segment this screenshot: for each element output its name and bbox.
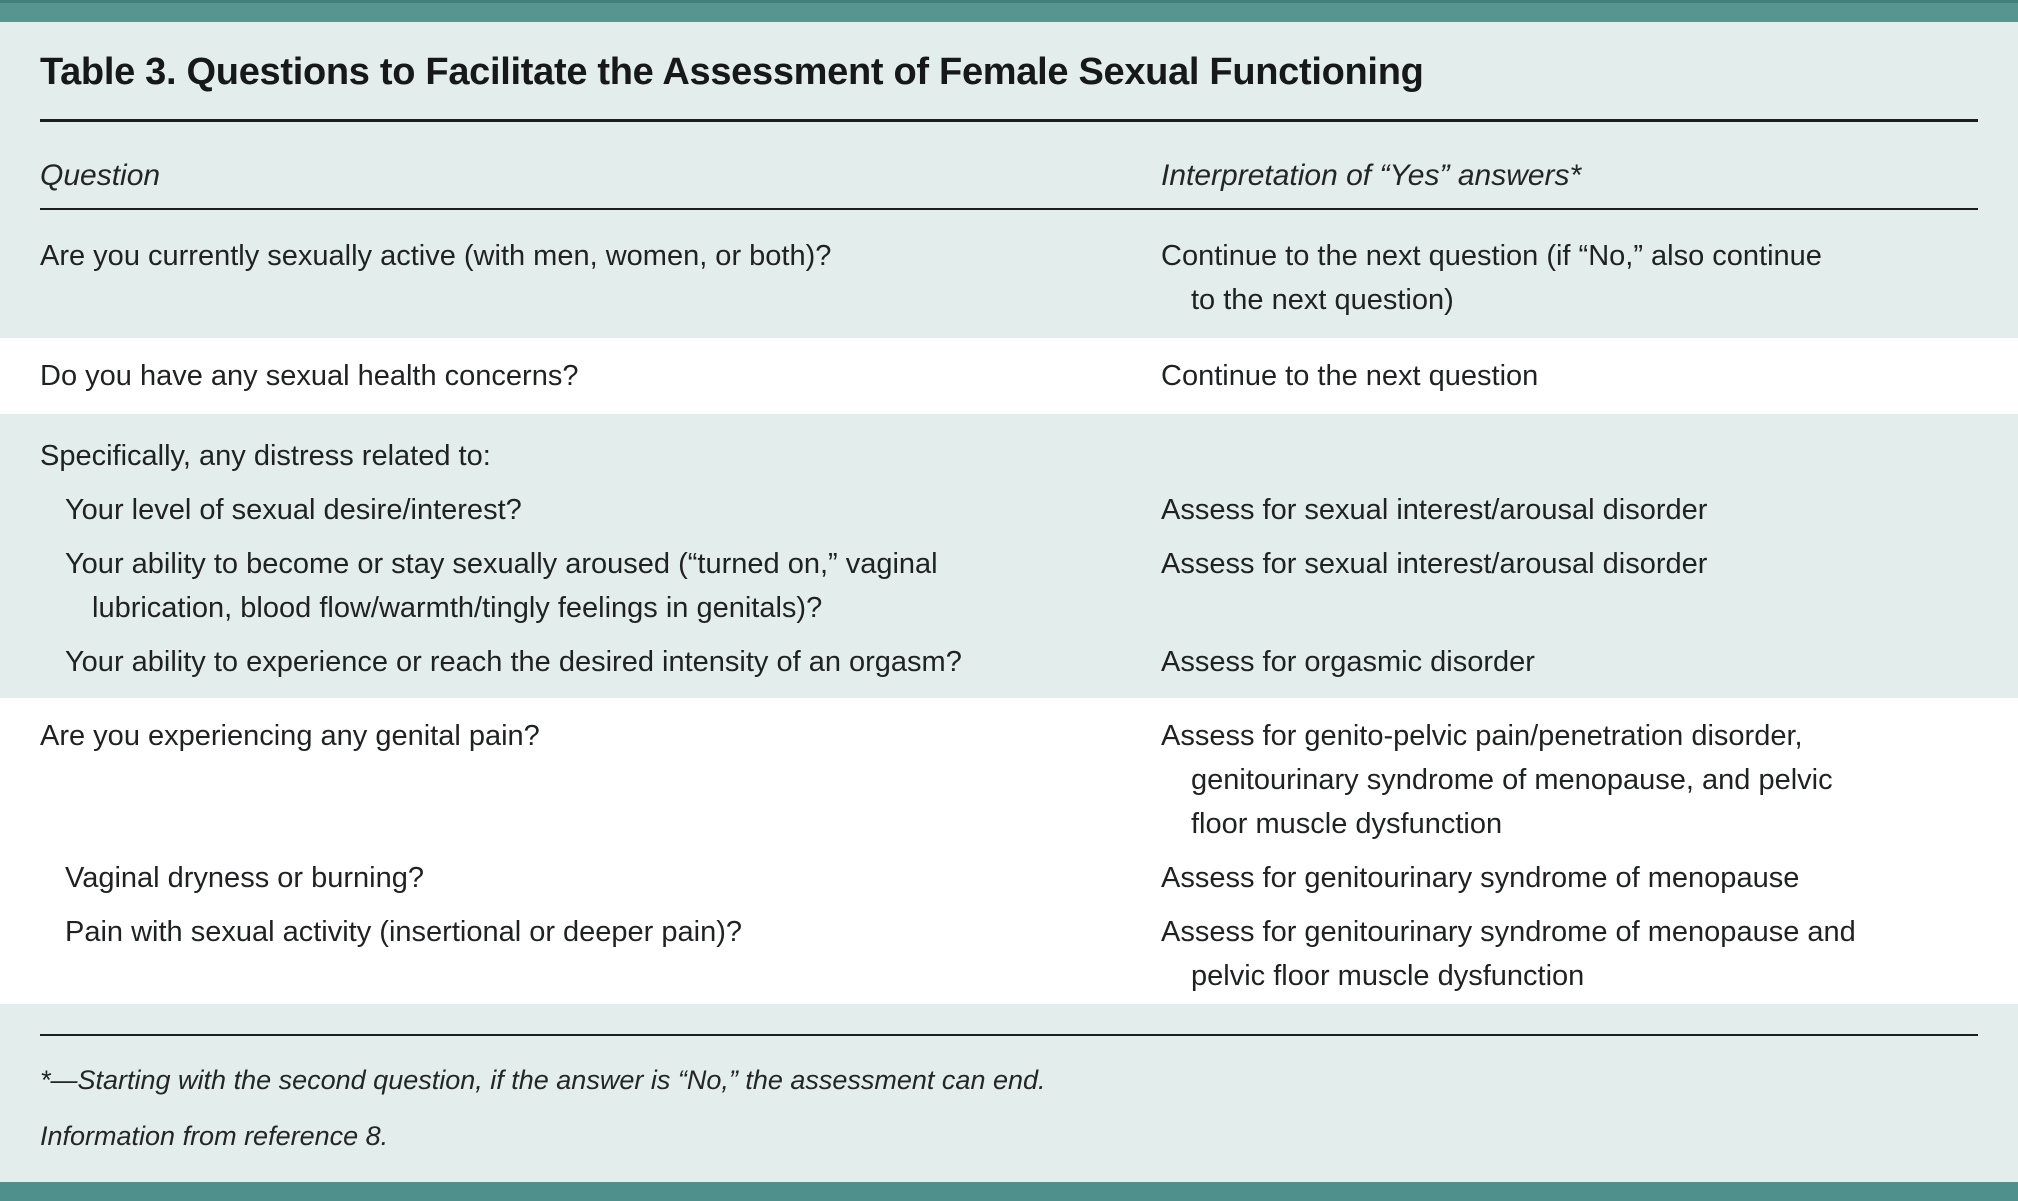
question-text-continued: lubrication, blood flow/warmth/tingly fe… — [92, 592, 823, 624]
interpretation-cell: Assess for sexual interest/arousal disor… — [1161, 542, 1978, 586]
top-accent-bar — [0, 0, 2018, 22]
interpretation-cell: Assess for genitourinary syndrome of men… — [1161, 910, 1978, 998]
question-text: Are you experiencing any genital pain? — [40, 720, 540, 752]
question-cell: Are you experiencing any genital pain? — [40, 714, 1161, 758]
table-row-section-4: Are you experiencing any genital pain? A… — [0, 698, 2018, 1004]
question-cell: Do you have any sexual health concerns? — [40, 354, 1161, 398]
interpretation-text: Continue to the next question (if “No,” … — [1161, 240, 1822, 272]
interpretation-text: Assess for sexual interest/arousal disor… — [1161, 548, 1708, 580]
interpretation-cell: Assess for genito-pelvic pain/penetratio… — [1161, 714, 1978, 846]
question-cell: Your ability to experience or reach the … — [40, 640, 1161, 684]
interpretation-text: Assess for orgasmic disorder — [1161, 646, 1535, 678]
interpretation-cell: Assess for sexual interest/arousal disor… — [1161, 488, 1978, 532]
table-row: Your ability to experience or reach the … — [40, 640, 1978, 684]
interpretation-text: Continue to the next question — [1161, 360, 1539, 392]
interpretation-text: Assess for genitourinary syndrome of men… — [1161, 916, 1856, 948]
interpretation-cell: Assess for genitourinary syndrome of men… — [1161, 856, 1978, 900]
question-cell: Your ability to become or stay sexually … — [40, 542, 1161, 630]
question-cell: Pain with sexual activity (insertional o… — [40, 910, 1161, 954]
table-row-section-2: Do you have any sexual health concerns? … — [0, 338, 2018, 414]
question-text: Your ability to become or stay sexually … — [65, 548, 938, 580]
table-title: Table 3. Questions to Facilitate the Ass… — [40, 51, 1424, 93]
interpretation-text: Assess for genitourinary syndrome of men… — [1161, 862, 1800, 894]
question-cell: Your level of sexual desire/interest? — [40, 488, 1161, 532]
question-text: Your ability to experience or reach the … — [65, 646, 962, 678]
table-row-section-1: Are you currently sexually active (with … — [0, 210, 2018, 338]
question-text: Pain with sexual activity (insertional o… — [65, 916, 743, 948]
table-row: Do you have any sexual health concerns? … — [40, 354, 1978, 398]
table-row: Your ability to become or stay sexually … — [40, 542, 1978, 630]
table-row: Pain with sexual activity (insertional o… — [40, 910, 1978, 998]
column-header-question: Question — [40, 159, 161, 192]
table-row: Are you currently sexually active (with … — [40, 234, 1978, 322]
title-rule — [40, 119, 1978, 122]
footnote-rule — [40, 1034, 1978, 1036]
column-header-interpretation: Interpretation of “Yes” answers* — [1161, 159, 1582, 192]
question-text: Do you have any sexual health concerns? — [40, 360, 579, 392]
question-text: Your level of sexual desire/interest? — [65, 494, 522, 526]
bottom-accent-bar — [0, 1182, 2018, 1201]
table-row: Are you experiencing any genital pain? A… — [40, 714, 1978, 846]
header-rule — [40, 208, 1978, 210]
table-row: Vaginal dryness or burning? Assess for g… — [40, 856, 1978, 900]
interpretation-cell: Continue to the next question (if “No,” … — [1161, 234, 1978, 322]
table-row: Your level of sexual desire/interest? As… — [40, 488, 1978, 532]
question-cell: Are you currently sexually active (with … — [40, 234, 1161, 278]
question-text: Vaginal dryness or burning? — [65, 862, 424, 894]
column-header-row: Question Interpretation of “Yes” answers… — [40, 152, 1978, 200]
question-text: Are you currently sexually active (with … — [40, 240, 832, 272]
interpretation-text-continued: floor muscle dysfunction — [1191, 808, 1503, 840]
question-cell: Vaginal dryness or burning? — [40, 856, 1161, 900]
section-lead-text: Specifically, any distress related to: — [40, 440, 491, 472]
footnote-source: Information from reference 8. — [40, 1121, 389, 1151]
table-row-section-3: Specifically, any distress related to: Y… — [0, 414, 2018, 698]
interpretation-text: Assess for genito-pelvic pain/penetratio… — [1161, 720, 1803, 752]
interpretation-text-continued: to the next question) — [1191, 284, 1454, 316]
interpretation-text-continued: genitourinary syndrome of menopause, and… — [1191, 764, 1833, 796]
interpretation-cell: Continue to the next question — [1161, 354, 1978, 398]
interpretation-text-continued: pelvic floor muscle dysfunction — [1191, 960, 1585, 992]
footnote-star: *—Starting with the second question, if … — [40, 1065, 1046, 1095]
interpretation-text: Assess for sexual interest/arousal disor… — [1161, 494, 1708, 526]
interpretation-cell: Assess for orgasmic disorder — [1161, 640, 1978, 684]
